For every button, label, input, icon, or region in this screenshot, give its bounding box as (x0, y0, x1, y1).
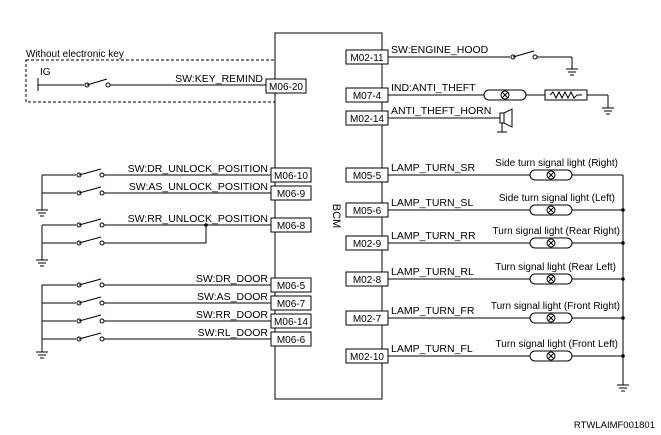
pin-label-m06-20: M06-20 (269, 82, 303, 93)
unlock-switch-group (36, 168, 271, 267)
signal-label-anti-theft: IND:ANTI_THEFT (391, 82, 476, 94)
pin-box-m06-6 (270, 331, 312, 347)
pin-label-m06-8: M06-8 (277, 221, 306, 232)
signal-label-rr-unlock: SW:RR_UNLOCK_POSITION (128, 213, 268, 225)
signal-label-lamp-fl: LAMP_TURN_FL (391, 343, 473, 355)
engine-hood-switch-icon (388, 50, 578, 76)
door-switch-group (36, 278, 271, 359)
pin-label-m02-8: M02-8 (353, 275, 382, 286)
pin-label-m07-4: M07-4 (353, 91, 382, 102)
lamp-icon-rr (529, 237, 573, 249)
lamp-icon-sr (529, 169, 573, 181)
signal-label-lamp-rl: LAMP_TURN_RL (391, 266, 474, 278)
pin-label-m05-5: M05-5 (353, 171, 382, 182)
pin-box-m06-8 (270, 217, 312, 233)
lamp-circuits: M05-5 LAMP_TURN_SR Side turn signal ligh… (345, 158, 629, 392)
lamp-caption-rr: Turn signal light (Rear Right) (493, 226, 620, 237)
horn-icon (388, 108, 513, 133)
pin-label-m06-5: M06-5 (277, 281, 306, 292)
footer-code: RTWLAIMF001801 (574, 420, 655, 431)
ig-label: IG (40, 67, 51, 78)
lamp-icon-fl (529, 350, 573, 362)
lamp-caption-fl: Turn signal light (Front Left) (496, 339, 618, 350)
signal-label-rr-door: SW:RR_DOOR (196, 309, 269, 321)
lamp-icon-sl (529, 204, 573, 216)
signal-label-key-remind: SW:KEY_REMIND (175, 73, 263, 85)
key-group-label: Without electronic key (26, 49, 124, 60)
anti-theft-indicator-icon (388, 89, 614, 115)
pin-box-m06-14 (270, 313, 312, 329)
pin-label-m06-14: M06-14 (274, 317, 308, 328)
pin-label-m06-9: M06-9 (277, 189, 306, 200)
signal-label-lamp-rr: LAMP_TURN_RR (391, 230, 476, 242)
pin-label-m06-7: M06-7 (277, 299, 306, 310)
signal-label-lamp-fr: LAMP_TURN_FR (391, 305, 475, 317)
lamp-caption-fr: Turn signal light (Front Right) (491, 301, 620, 312)
pin-label-m02-14: M02-14 (350, 114, 384, 125)
lamp-icon-fr (529, 312, 573, 324)
key-remind-switch-icon (84, 78, 111, 88)
pin-label-m06-6: M06-6 (277, 335, 306, 346)
pin-box-m06-20 (265, 78, 307, 94)
pin-label-m02-11: M02-11 (350, 53, 384, 64)
signal-label-lamp-sl: LAMP_TURN_SL (391, 197, 473, 209)
pin-box-m06-9 (270, 185, 312, 201)
signal-label-dr-door: SW:DR_DOOR (196, 273, 269, 285)
pin-label-m06-10: M06-10 (274, 171, 308, 182)
pin-label-m05-6: M05-6 (353, 206, 382, 217)
signal-label-engine-hood: SW:ENGINE_HOOD (391, 44, 489, 56)
signal-label-as-door: SW:AS_DOOR (197, 291, 268, 303)
bcm-label: BCM (330, 204, 342, 228)
lamp-caption-sl: Side turn signal light (Left) (499, 193, 615, 204)
pin-label-m02-10: M02-10 (350, 352, 384, 363)
signal-label-rl-door: SW:RL_DOOR (198, 327, 269, 339)
pin-label-m02-7: M02-7 (353, 314, 382, 325)
signal-label-lamp-sr: LAMP_TURN_SR (391, 162, 475, 174)
pin-box-m06-5 (270, 277, 312, 293)
pin-box-m06-10 (270, 167, 312, 183)
pin-box-m06-7 (270, 295, 312, 311)
lamp-caption-sr: Side turn signal light (Right) (495, 158, 618, 169)
pin-label-m02-9: M02-9 (353, 239, 382, 250)
lamp-icon-rl (529, 273, 573, 285)
signal-label-as-unlock: SW:AS_UNLOCK_POSITION (129, 181, 268, 193)
signal-label-dr-unlock: SW:DR_UNLOCK_POSITION (128, 163, 268, 175)
signal-label-anti-theft-horn: ANTI_THEFT_HORN (391, 105, 491, 117)
lamp-caption-rl: Turn signal light (Rear Left) (495, 262, 616, 273)
